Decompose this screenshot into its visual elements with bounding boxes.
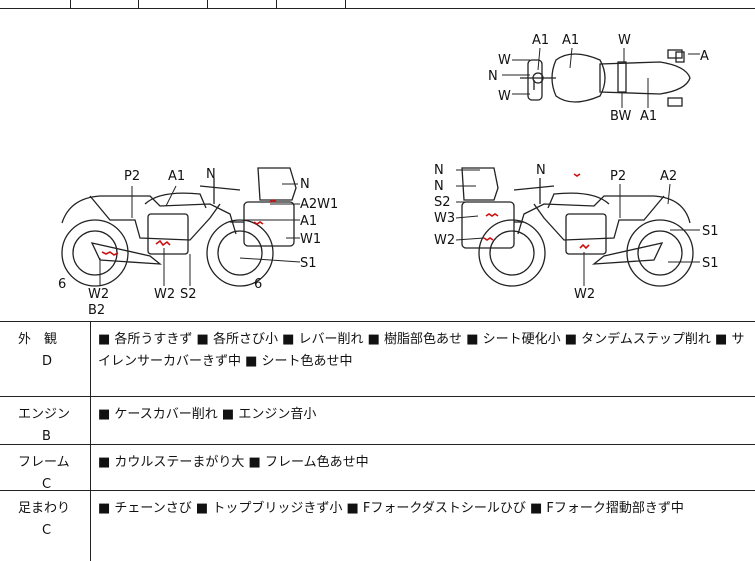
label-S1-right-2: S1	[702, 256, 719, 271]
label-W2-right-2: W2	[574, 287, 595, 302]
damage-diagram: A1 A1 W W A N W BW A1 P2 A1 N N A2W1 A1 …	[0, 8, 755, 322]
row-category: 外 観 D	[18, 329, 88, 373]
table-divider	[138, 0, 139, 8]
table-divider	[345, 0, 346, 8]
label-B2-left: B2	[88, 303, 105, 318]
label-A1-top: A1	[532, 33, 549, 48]
label-S1-left: S1	[300, 256, 317, 271]
label-6-left-2: 6	[254, 277, 262, 292]
grade-label: C	[42, 477, 52, 492]
label-N-left-2: N	[300, 177, 310, 192]
label-A1-left-2: A1	[300, 214, 317, 229]
row-category: エンジン B	[18, 404, 88, 448]
damage-marks	[101, 173, 590, 256]
label-W3-right: W3	[434, 211, 455, 226]
table-divider	[207, 0, 208, 8]
grade-label: C	[42, 523, 52, 538]
table-column-divider	[90, 321, 91, 561]
row-category: 足まわり C	[18, 498, 88, 542]
top-table-strip	[0, 0, 755, 9]
bike-top-view	[520, 49, 691, 107]
grade-label: D	[42, 354, 53, 369]
row-items: ■ ケースカバー削れ ■ エンジン音小	[98, 407, 317, 422]
label-W2-left-2: W2	[154, 287, 175, 302]
label-A1-bottom-top: A1	[640, 109, 657, 124]
grade-label: B	[42, 429, 51, 444]
label-A2W1-left: A2W1	[300, 197, 338, 212]
label-N-top: N	[488, 69, 498, 84]
condition-row-exterior: 外 観 D ■ 各所うすきず ■ 各所さび小 ■ レバー削れ ■ 樹脂部色あせ …	[0, 321, 755, 397]
label-N-left: N	[206, 167, 216, 182]
label-W2-right: W2	[434, 233, 455, 248]
category-label: 足まわり	[18, 501, 71, 516]
label-A1-left: A1	[168, 169, 185, 184]
label-N-right: N	[434, 163, 444, 178]
row-items: ■ カウルステーまがり大 ■ フレーム色あせ中	[98, 455, 369, 470]
label-A1-top-2: A1	[562, 33, 579, 48]
label-P2-right: P2	[610, 169, 626, 184]
label-N-right-3: N	[536, 163, 546, 178]
category-label: エンジン	[18, 407, 71, 422]
label-W-bottom-top: W	[498, 89, 511, 104]
category-label: フレーム	[18, 455, 70, 470]
top-view-labels: A1 A1 W W A N W BW A1	[488, 33, 709, 124]
label-BW-top: BW	[610, 109, 631, 124]
row-items: ■ 各所うすきず ■ 各所さび小 ■ レバー削れ ■ 樹脂部色あせ ■ シート硬…	[98, 332, 745, 369]
label-S2-right: S2	[434, 195, 451, 210]
damage-diagram-svg: A1 A1 W W A N W BW A1 P2 A1 N N A2W1 A1 …	[58, 33, 719, 318]
table-divider	[70, 0, 71, 8]
label-W1-left: W1	[300, 232, 321, 247]
bike-left-view	[61, 167, 297, 287]
label-6-left: 6	[58, 277, 66, 292]
bike-right-view	[461, 167, 694, 287]
label-A-top: A	[700, 49, 709, 64]
label-S2-left: S2	[180, 287, 197, 302]
category-label: 外 観	[18, 332, 58, 347]
leader-lines	[99, 47, 700, 286]
row-items: ■ チェーンさび ■ トップブリッジきず小 ■ Fフォークダストシールひび ■ …	[98, 501, 684, 516]
label-W2-left: W2	[88, 287, 109, 302]
row-category: フレーム C	[18, 452, 88, 496]
condition-row-engine: エンジン B ■ ケースカバー削れ ■ エンジン音小	[0, 396, 755, 445]
left-view-labels: P2 A1 N N A2W1 A1 W1 S1 6 6 W2 B2 W2 S2	[58, 167, 338, 318]
table-divider	[276, 0, 277, 8]
condition-row-suspension: 足まわり C ■ チェーンさび ■ トップブリッジきず小 ■ Fフォークダストシ…	[0, 490, 755, 560]
label-W-left-top: W	[498, 53, 511, 68]
label-N-right-2: N	[434, 179, 444, 194]
label-P2-left: P2	[124, 169, 140, 184]
label-W-top: W	[618, 33, 631, 48]
label-S1-right: S1	[702, 224, 719, 239]
label-A2-right: A2	[660, 169, 677, 184]
right-view-labels: N N N S2 W3 W2 P2 A2 S1 S1 W2	[434, 163, 719, 302]
condition-row-frame: フレーム C ■ カウルステーまがり大 ■ フレーム色あせ中	[0, 444, 755, 492]
